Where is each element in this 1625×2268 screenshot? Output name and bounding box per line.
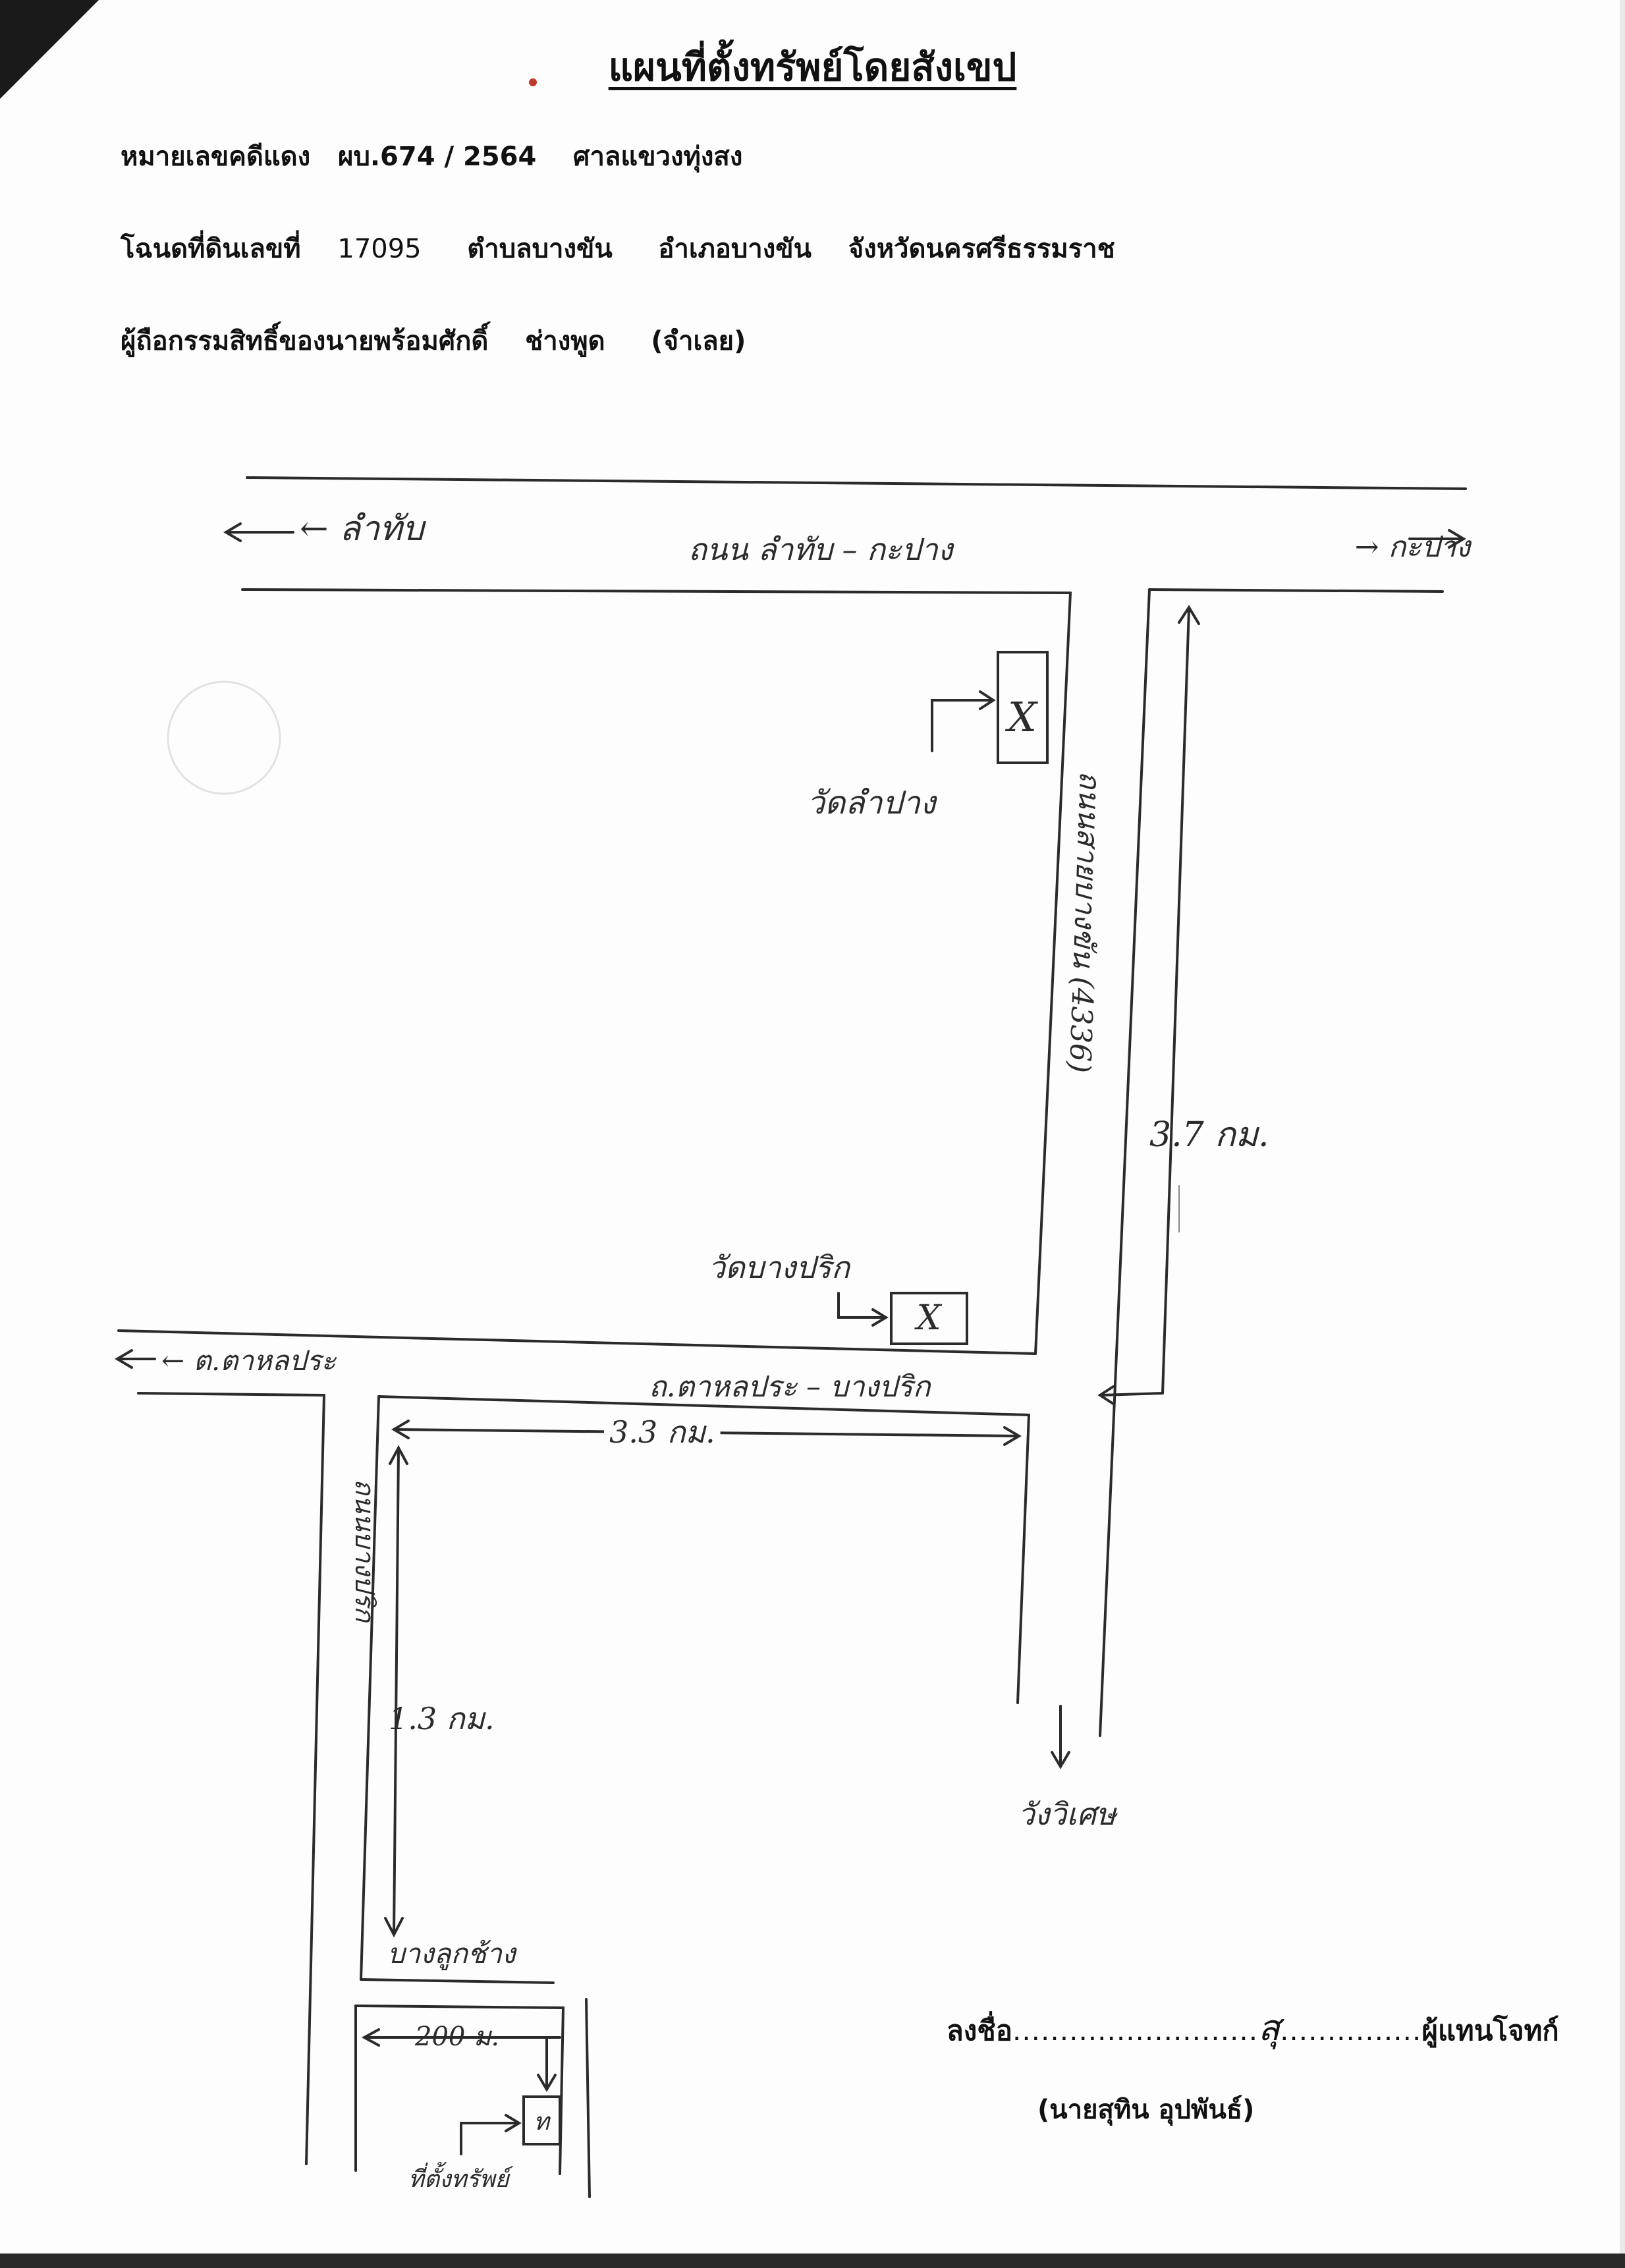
label-dist-200: 200 ม. <box>414 2022 499 2052</box>
local-road-end-cap <box>360 1978 555 1984</box>
property-arrowhead <box>505 2114 522 2132</box>
highway-left-edge <box>1034 592 1072 1355</box>
top-road-lower-edge-right <box>1148 588 1444 593</box>
dir-mid-left-arrowhead <box>115 1349 133 1369</box>
dimension-37-turn <box>1100 1392 1164 1397</box>
district: อำเภอบางขัน <box>658 234 812 264</box>
label-road-local: ถนนบางปริก <box>349 1479 379 1623</box>
temple-mid-pointer <box>837 1292 884 1319</box>
owner-surname: ช่างพูด <box>525 326 605 356</box>
signer-name: (นายสุทิน อุปพันธ์) <box>1037 2095 1255 2125</box>
temple-top-box <box>997 651 1049 764</box>
top-road-lower-edge-left <box>241 588 1072 594</box>
label-dist-33: 3.3 กม. <box>609 1414 715 1450</box>
sign-dots: .......................... <box>1012 2014 1259 2047</box>
label-property: ที่ตั้งทรัพย์ <box>408 2161 514 2193</box>
sign-label: ลงชื่อ <box>947 2014 1012 2047</box>
case-number: ผบ.674 / 2564 <box>338 142 537 172</box>
temple-mid-box <box>890 1292 968 1345</box>
sign-role: ผู้แทนโจทก์ <box>1421 2014 1559 2047</box>
dimension-13-line <box>393 1448 400 1935</box>
plot-inner-arrowhead <box>537 2074 557 2092</box>
scan-edge-bottom <box>0 2254 1625 2268</box>
dimension-37-line <box>1161 608 1190 1395</box>
case-line: หมายเลขคดีแดง ผบ.674 / 2564 ศาลแขวงทุ่งส… <box>121 135 742 177</box>
top-road-upper-edge <box>246 476 1467 490</box>
dimension-13-arrow-down <box>384 1917 404 1938</box>
label-highway: ถนนสายบางขัน (4336) <box>1062 771 1107 1074</box>
local-road-right-edge <box>360 1395 380 1981</box>
middle-road-east-end <box>1016 1414 1030 1704</box>
property-box <box>522 2095 561 2145</box>
subdistrict: ตำบลบางขัน <box>467 234 613 264</box>
owner-role: (จำเลย) <box>651 326 746 356</box>
temple-mid-mark: X <box>914 1298 942 1338</box>
label-road-mid: ถ.ตาหลประ – บางปริก <box>649 1370 932 1404</box>
middle-road-lower-edge-left <box>137 1392 325 1397</box>
label-temple-mid: วัดบางปริก <box>708 1250 851 1285</box>
owner-line: ผู้ถือกรรมสิทธิ์ของนายพร้อมศักดิ์ ช่างพู… <box>121 319 746 362</box>
deed-line: โฉนดที่ดินเลขที่ 17095 ตำบลบางขัน อำเภอบ… <box>121 227 1115 269</box>
direction-down-arrowhead <box>1051 1751 1070 1769</box>
deed-number: 17095 <box>337 234 422 264</box>
label-temple-top: วัดลำปาง <box>807 785 938 821</box>
signature-line: ลงชื่อ..........................สุ......… <box>947 1999 1559 2056</box>
dimension-37-arrow-up <box>1178 605 1200 625</box>
label-dist-33-backing <box>604 1413 721 1451</box>
plot-outer-right-edge <box>585 1998 591 2198</box>
label-dir-bottom: วังวิเศษ <box>1018 1796 1118 1832</box>
property-mark: ท <box>534 2109 551 2136</box>
sign-dots-after: ............... <box>1280 2014 1422 2047</box>
property-pointer <box>460 2122 518 2155</box>
owner-label: ผู้ถือกรรมสิทธิ์ของนายพร้อมศักดิ์ <box>121 326 489 356</box>
page-title: แผนที่ตั้งทรัพย์โดยสังเขป <box>608 45 1017 90</box>
folded-corner <box>0 0 99 99</box>
dimension-33-arrow-left <box>391 1420 410 1439</box>
label-dist-37: 3.7 กม. <box>1149 1115 1269 1155</box>
dir-right-arrowhead <box>1448 529 1466 549</box>
signature-scribble: สุ <box>1258 2007 1281 2049</box>
faint-stamp-circle <box>167 680 281 795</box>
temple-mid-arrowhead <box>871 1308 889 1327</box>
dimension-37-arrow-left <box>1097 1385 1115 1405</box>
dir-left-arrowhead <box>223 522 242 542</box>
temple-top-arrowhead <box>979 690 996 710</box>
label-dist-13: 1.3 กม. <box>389 1701 495 1736</box>
province: จังหวัดนครศรีธรรมราช <box>848 234 1115 264</box>
local-road-left-edge <box>305 1394 325 2165</box>
dimension-200-arrow-left <box>361 2028 380 2047</box>
label-dir-top-left: ← ลำทับ <box>300 509 426 549</box>
court-name: ศาลแขวงทุ่งสง <box>573 142 743 172</box>
dimension-33-arrow-right <box>1003 1426 1022 1446</box>
middle-road-upper-edge <box>117 1329 1037 1355</box>
red-ink-dot <box>529 78 537 86</box>
dimension-13-arrow-up <box>389 1445 408 1465</box>
label-road-top: ถนน ลำทับ – กะปาง <box>688 532 955 567</box>
label-dir-mid-left: ← ต.ตาหลประ <box>161 1344 337 1377</box>
scan-edge-right <box>1620 0 1625 2268</box>
temple-top-pointer <box>931 699 991 752</box>
case-label: หมายเลขคดีแดง <box>121 142 311 172</box>
temple-top-mark: X <box>1005 693 1039 741</box>
middle-road-lower-edge-right <box>377 1395 1030 1416</box>
label-dir-top-right: → กะปาง <box>1355 530 1473 564</box>
deed-label: โฉนดที่ดินเลขที่ <box>121 234 301 264</box>
label-place-bottom: บางลูกช้าง <box>387 1937 517 1970</box>
highway-right-edge <box>1099 588 1151 1737</box>
